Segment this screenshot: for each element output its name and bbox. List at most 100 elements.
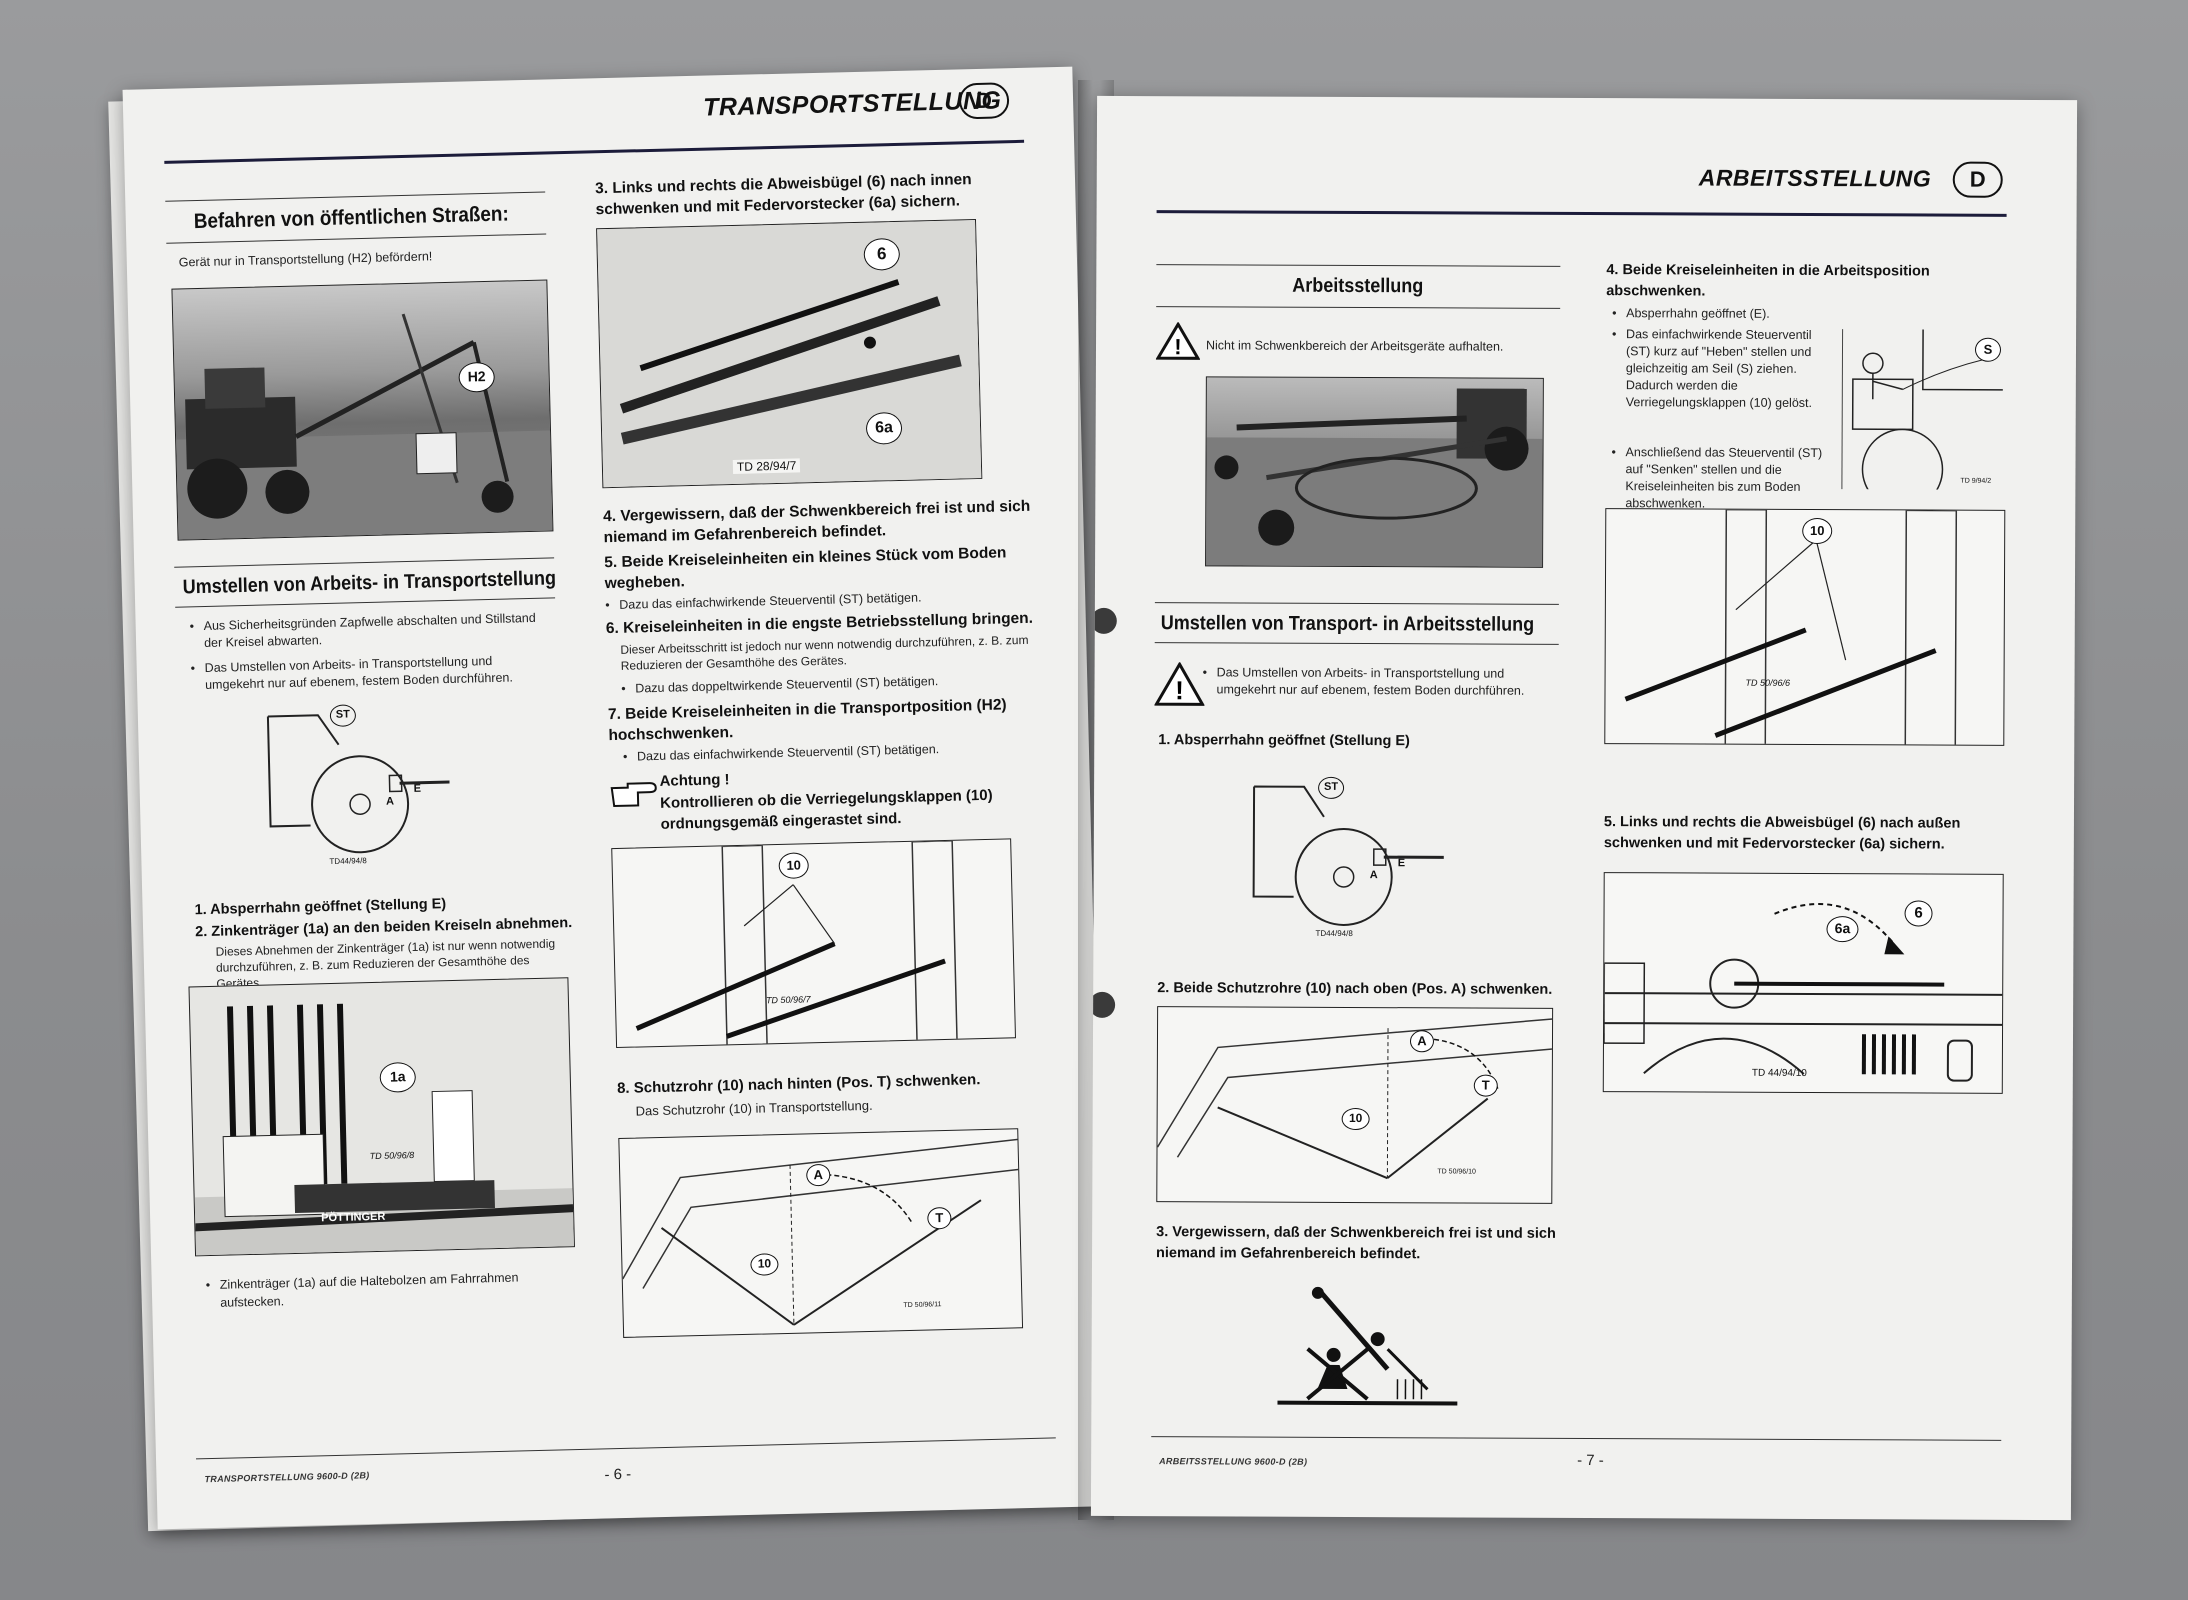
- r-fig10-callout: 10: [1802, 517, 1833, 545]
- fig-protective-tube-right: A T 10 TD 50/96/10: [1156, 1006, 1554, 1204]
- photo2-code: TD 50/96/8: [369, 1150, 415, 1162]
- locking-flaps-drawing-right: [1624, 508, 1958, 746]
- left-header-badge: D: [958, 82, 1010, 120]
- left-achtung: Achtung !: [659, 771, 730, 790]
- sec1-bottom-rule: [166, 233, 547, 244]
- left-sec1-note: Gerät nur in Transportstellung (H2) befö…: [178, 249, 433, 270]
- sec2-top-rule: [174, 557, 555, 568]
- right-page-number: - 7 -: [1577, 1451, 1604, 1470]
- fig-locking-flaps-right: 10 TD 50/96/6: [1604, 508, 2006, 746]
- right-step5: 5. Links und rechts die Abweisbügel (6) …: [1603, 814, 1961, 853]
- punch-hole-top: [1090, 607, 1117, 634]
- left-step6-note: Dieser Arbeitsschritt ist jedoch nur wen…: [620, 632, 1029, 673]
- sec2-bottom-rule: [175, 597, 556, 608]
- right-sec2-title: Umstellen von Transport- in Arbeitsstell…: [1160, 612, 1535, 636]
- r-fig-tractor-e-label: E: [1397, 857, 1406, 870]
- fig6-code: TD 28/94/7: [732, 458, 801, 475]
- right-step2: 2. Beide Schutzrohre (10) nach oben (Pos…: [1157, 980, 1553, 998]
- left-step4: 4. Vergewissern, daß der Schwenkbereich …: [602, 497, 1031, 547]
- photo-tine-carriers: 1a TD 50/96/8 PÖTTINGER: [188, 977, 575, 1257]
- fig-locking-flaps-left: 10 TD 50/96/7: [611, 838, 1016, 1049]
- left-step5: 5. Beide Kreiseleinheiten ein kleines St…: [604, 544, 1007, 593]
- left-sec2-bullet-2: Das Umstellen von Arbeits- in Transports…: [205, 651, 556, 694]
- right-sec1-title: Arbeitsstellung: [1292, 274, 1424, 298]
- right-step3: 3. Vergewissern, daß der Schwenkbereich …: [1156, 1224, 1556, 1263]
- r-fig10-code: TD 50/96/6: [1745, 677, 1791, 688]
- right-step4-bullet-1: Absperrhahn geöffnet (E).: [1626, 304, 1770, 323]
- right-header-badge: D: [1952, 161, 2003, 198]
- fig-s-code: TD 9/94/2: [1960, 477, 1992, 485]
- protective-tube-drawing-right: [1156, 1018, 1554, 1180]
- right-footer-rule: [1151, 1436, 2002, 1441]
- fig-tractor-e-label: E: [413, 782, 422, 795]
- photo-transport-road: H2: [171, 279, 554, 541]
- right-header-title: ARBEITSSTELLUNG: [1698, 164, 1932, 192]
- svg-text:!: !: [1175, 675, 1184, 705]
- left-header-title: TRANSPORTSTELLUNG: [702, 86, 1002, 122]
- warning-triangle-icon-2: !: [1153, 661, 1206, 711]
- r-fig-tube-code: TD 50/96/10: [1437, 1168, 1476, 1176]
- fig-deflector-left: 6 6a TD 28/94/7: [596, 219, 983, 489]
- r-fig-tractor-code: TD44/94/8: [1315, 928, 1353, 938]
- r-fig-tube-t-callout: T: [1473, 1074, 1498, 1097]
- fig-tractor-a-label: A: [385, 795, 395, 808]
- left-step8: 8. Schutzrohr (10) nach hinten (Pos. T) …: [616, 1071, 981, 1098]
- fig-s-callout: S: [1974, 337, 2002, 362]
- deflector-outward-drawing: [1603, 903, 2004, 1082]
- left-step3: 3. Links und rechts die Abweisbügel (6) …: [594, 171, 972, 219]
- left-page: TRANSPORTSTELLUNG D Befahren von öffentl…: [122, 66, 1108, 1530]
- right-warn2: Das Umstellen von Arbeits- in Transports…: [1216, 664, 1556, 699]
- fig-deflector-right: 6 6a TD 44/94/10: [1602, 872, 2004, 1094]
- locking-flaps-drawing: [635, 840, 958, 1048]
- fig-tractor-valve-left: ST A E TD44/94/8: [248, 702, 452, 877]
- right-step1: 1. Absperrhahn geöffnet (Stellung E): [1158, 732, 1410, 750]
- r-fig6-callout-6a: 6a: [1826, 916, 1859, 943]
- fig-protective-tube-left: A T 10 TD 50/96/11: [618, 1128, 1024, 1338]
- tractor-valve-drawing-right: [1252, 785, 1444, 926]
- left-step8-note: Das Schutzrohr (10) in Transportstellung…: [635, 1097, 873, 1119]
- fig-tube-code: TD 50/96/11: [903, 1301, 942, 1310]
- r-fig-tractor-st-callout: ST: [1318, 776, 1345, 799]
- left-sec1-title: Befahren von öffentlichen Straßen:: [193, 202, 510, 234]
- left-sec2-last-bullet: Zinkenträger (1a) auf die Haltebolzen am…: [220, 1267, 581, 1312]
- left-achtung-text: Kontrollieren ob die Verriegelungsklappe…: [659, 786, 993, 833]
- r-fig-tractor-a-label: A: [1369, 869, 1378, 882]
- photo-working-position: [1205, 376, 1544, 568]
- left-footer: TRANSPORTSTELLUNG 9600-D (2B): [204, 1470, 370, 1485]
- r-fig6-callout-6: 6: [1904, 900, 1933, 927]
- fig10-code: TD 50/96/7: [765, 994, 811, 1006]
- r-sec1-top-rule: [1156, 264, 1561, 267]
- tractor-valve-drawing: [266, 714, 450, 854]
- left-footer-rule: [196, 1437, 1056, 1460]
- no-person-in-danger-zone-icon: [1277, 1279, 1458, 1410]
- left-header-rule: [164, 139, 1025, 164]
- right-page: ARBEITSSTELLUNG D Arbeitsstellung ! Nich…: [1090, 95, 2078, 1521]
- right-step4-bullet-3: Anschließend das Steuerventil (ST) auf "…: [1625, 444, 1835, 513]
- left-sec2-title: Umstellen von Arbeits- in Transportstell…: [182, 567, 557, 599]
- sec1-top-rule: [165, 191, 546, 202]
- r-sec2-bottom-rule: [1154, 642, 1559, 645]
- r-fig-tube-10-callout: 10: [1341, 1107, 1370, 1131]
- warning-triangle-icon: !: [1155, 321, 1201, 365]
- right-step4: 4. Beide Kreiseleinheiten in die Arbeits…: [1606, 262, 1930, 300]
- left-page-number: - 6 -: [604, 1465, 632, 1484]
- r-sec2-top-rule: [1154, 602, 1559, 605]
- left-sec2-bullet-1: Aus Sicherheitsgründen Zapfwelle abschal…: [203, 609, 554, 652]
- fig-tractor-code: TD44/94/8: [329, 856, 367, 866]
- pointing-hand-icon: [610, 779, 661, 810]
- rake-field-photo: [1206, 388, 1544, 568]
- r-fig-tube-a-callout: A: [1409, 1030, 1435, 1053]
- fig-tractor-valve-right: ST A E TD44/94/8: [1233, 776, 1454, 947]
- r-sec1-bottom-rule: [1156, 306, 1561, 309]
- protective-tube-drawing: [622, 1138, 1021, 1326]
- right-header-rule: [1156, 210, 2007, 217]
- right-warn1: Nicht im Schwenkbereich der Arbeitsgerät…: [1205, 338, 1504, 354]
- tine-carrier-photo: [194, 1003, 575, 1257]
- photo2-brand: PÖTTINGER: [321, 1210, 386, 1225]
- deflector-drawing: [597, 219, 983, 489]
- right-footer: ARBEITSSTELLUNG 9600-D (2B): [1159, 1456, 1308, 1467]
- left-step6-bullet: Dazu das doppeltwirkende Steuerventil (S…: [635, 672, 938, 697]
- right-step4-bullet-2: Das einfachwirkende Steuerventil (ST) ku…: [1626, 326, 1836, 412]
- fig-rope-pull: S TD 9/94/2: [1841, 329, 2009, 511]
- tractor-transport-photo: [176, 313, 554, 541]
